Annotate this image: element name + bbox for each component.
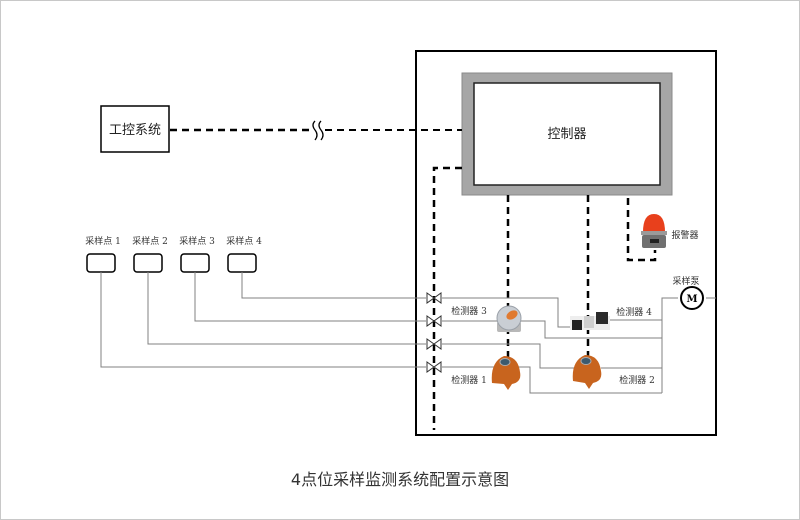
sampling-point-1[interactable]: 采样点 1 — [85, 235, 121, 273]
cabinet-enclosure — [415, 50, 717, 436]
sampling-point-3[interactable]: 采样点 3 — [179, 235, 215, 273]
sampling-point-label: 采样点 4 — [226, 235, 262, 247]
sampling-point-box — [86, 253, 116, 273]
valve-1[interactable] — [426, 361, 442, 373]
pipe-point-3 — [194, 272, 426, 322]
alarm-label: 报警器 — [671, 229, 698, 241]
pump-symbol: M — [686, 294, 697, 305]
controller-screen — [473, 82, 661, 186]
sampling-point-label: 采样点 1 — [85, 235, 121, 247]
pipe-point-1 — [100, 272, 426, 368]
valve-icon — [426, 361, 442, 373]
detector-3-label: 检测器 3 — [451, 305, 487, 317]
pipe-point-4 — [241, 272, 426, 299]
alarm-signal-line — [626, 198, 657, 262]
ics-box — [100, 105, 170, 153]
sampling-point-box — [133, 253, 163, 273]
sampling-point-2[interactable]: 采样点 2 — [132, 235, 168, 273]
valve-2[interactable] — [426, 338, 442, 350]
detector-1-label: 检测器 1 — [451, 374, 487, 386]
detector-2[interactable]: 检测器 2 — [572, 355, 655, 389]
detector-2-label: 检测器 2 — [619, 374, 655, 386]
sampling-pipes — [100, 272, 426, 368]
valve-icon — [426, 338, 442, 350]
detector-3[interactable]: 检测器 3 — [451, 305, 522, 332]
controller-label: 控制器 — [547, 127, 586, 142]
controller[interactable]: 控制器 — [461, 72, 673, 196]
sampling-pump[interactable]: M 采样泵 — [672, 275, 704, 310]
pipe-point-2 — [147, 272, 426, 345]
alarm-beacon-icon — [643, 214, 665, 232]
valve-3[interactable] — [426, 315, 442, 327]
sampling-point-box — [227, 253, 257, 273]
valve-icon — [426, 315, 442, 327]
detector-4-label: 检测器 4 — [616, 306, 652, 318]
ics-system[interactable]: 工控系统 — [100, 105, 170, 153]
gas-module-icon — [572, 320, 582, 330]
valve-4[interactable] — [426, 292, 442, 304]
alarm[interactable]: 报警器 — [641, 214, 699, 248]
ics-label: 工控系统 — [109, 123, 161, 138]
break-symbol-icon — [312, 120, 318, 141]
detector-4[interactable]: 检测器 4 — [570, 306, 652, 330]
valve-control-line — [432, 166, 462, 430]
sampling-point-box — [180, 253, 210, 273]
gas-detector-icon — [491, 356, 521, 390]
valve-icon — [426, 292, 442, 304]
pump-motor-icon — [680, 286, 704, 310]
sampling-point-label: 采样点 3 — [179, 235, 215, 247]
detector-1[interactable]: 检测器 1 — [451, 356, 521, 390]
ics-signal-line — [170, 120, 462, 141]
sampling-point-4[interactable]: 采样点 4 — [226, 235, 262, 273]
diagram-caption: 4点位采样监测系统配置示意图 — [290, 470, 510, 489]
pump-label: 采样泵 — [672, 275, 699, 287]
sampling-point-label: 采样点 2 — [132, 235, 168, 247]
gas-detector-icon — [572, 355, 602, 389]
